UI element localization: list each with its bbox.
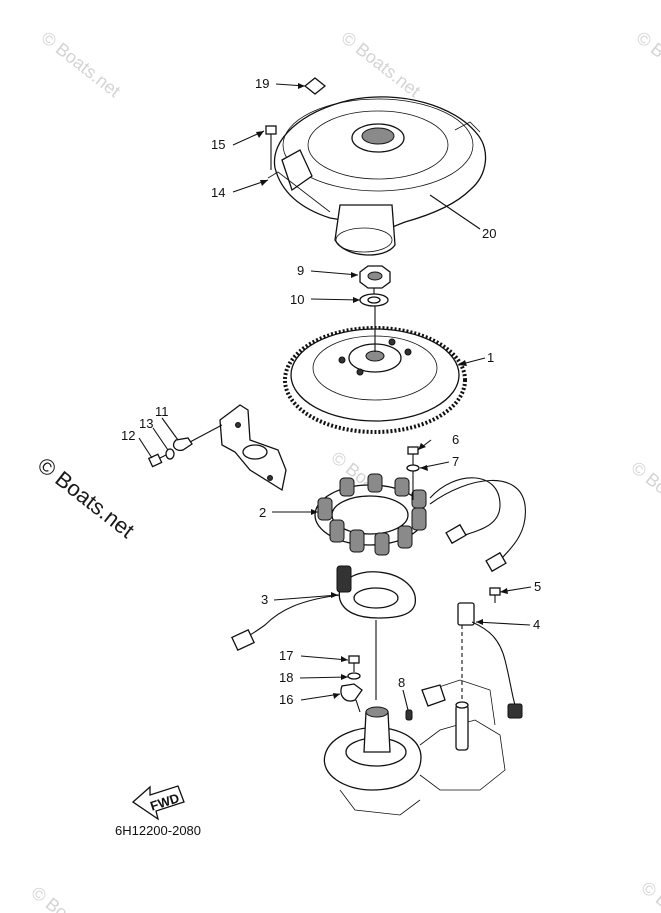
watermark-main: © Boats.net — [33, 452, 139, 543]
diagram-code: 6H12200-2080 — [115, 823, 201, 838]
callout-9[interactable]: 9 — [297, 263, 304, 278]
stator-connector-1 — [445, 523, 467, 545]
label-plate — [303, 77, 327, 95]
flywheel-cover — [267, 96, 487, 256]
callout-14[interactable]: 14 — [211, 185, 225, 200]
callout-5[interactable]: 5 — [534, 579, 541, 594]
washer-10 — [359, 293, 389, 307]
washer-18 — [347, 672, 361, 680]
callout-20[interactable]: 20 — [482, 226, 496, 241]
callout-18[interactable]: 18 — [279, 670, 293, 685]
bolt-5 — [489, 587, 501, 603]
watermark-faint-6: © Boats.net — [638, 877, 661, 913]
fwd-arrow: FWD — [131, 785, 185, 821]
callout-1[interactable]: 1 — [487, 350, 494, 365]
stator-wire-2 — [429, 479, 526, 561]
callout-8[interactable]: 8 — [398, 675, 405, 690]
callout-4[interactable]: 4 — [533, 617, 540, 632]
watermark-faint-3: © Boats.net — [633, 27, 661, 101]
callout-7[interactable]: 7 — [452, 454, 459, 469]
callout-19[interactable]: 19 — [255, 76, 269, 91]
callout-17[interactable]: 17 — [279, 648, 293, 663]
callout-13[interactable]: 13 — [139, 416, 153, 431]
callout-11[interactable]: 11 — [155, 404, 169, 419]
watermark-faint-2: © Boats.net — [338, 27, 425, 101]
clamp-16 — [340, 683, 363, 702]
callout-16[interactable]: 16 — [279, 692, 293, 707]
callout-6[interactable]: 6 — [452, 432, 459, 447]
stator — [314, 473, 427, 556]
callout-3[interactable]: 3 — [261, 592, 268, 607]
callout-12[interactable]: 12 — [121, 428, 135, 443]
bolt-15 — [265, 125, 277, 170]
woodruff-key-8 — [405, 709, 413, 721]
callout-15[interactable]: 15 — [211, 137, 225, 152]
washer-13 — [165, 448, 175, 460]
bracket-11 — [219, 404, 287, 492]
clamp-11 — [172, 437, 193, 452]
callout-2[interactable]: 2 — [259, 505, 266, 520]
nut-9 — [359, 265, 391, 289]
watermark-faint-1: © Boats.net — [38, 27, 125, 101]
crankcase — [323, 679, 506, 816]
bolt-6 — [407, 446, 419, 500]
watermark-faint-5: © Boats.net — [628, 457, 661, 531]
callout-labels: 19 15 14 20 9 10 1 11 13 12 6 7 2 3 5 4 … — [121, 76, 541, 707]
callout-10[interactable]: 10 — [290, 292, 304, 307]
bolt-17 — [348, 655, 360, 672]
stator-connector-2 — [485, 551, 507, 573]
washer-7 — [406, 464, 420, 472]
stator-wire-1 — [429, 477, 501, 536]
pulser-coil — [231, 565, 416, 652]
arrowheads — [256, 83, 508, 699]
watermark-faint-7: © Boats.net — [28, 882, 115, 913]
charge-coil-4 — [457, 602, 523, 719]
flywheel — [283, 306, 467, 434]
